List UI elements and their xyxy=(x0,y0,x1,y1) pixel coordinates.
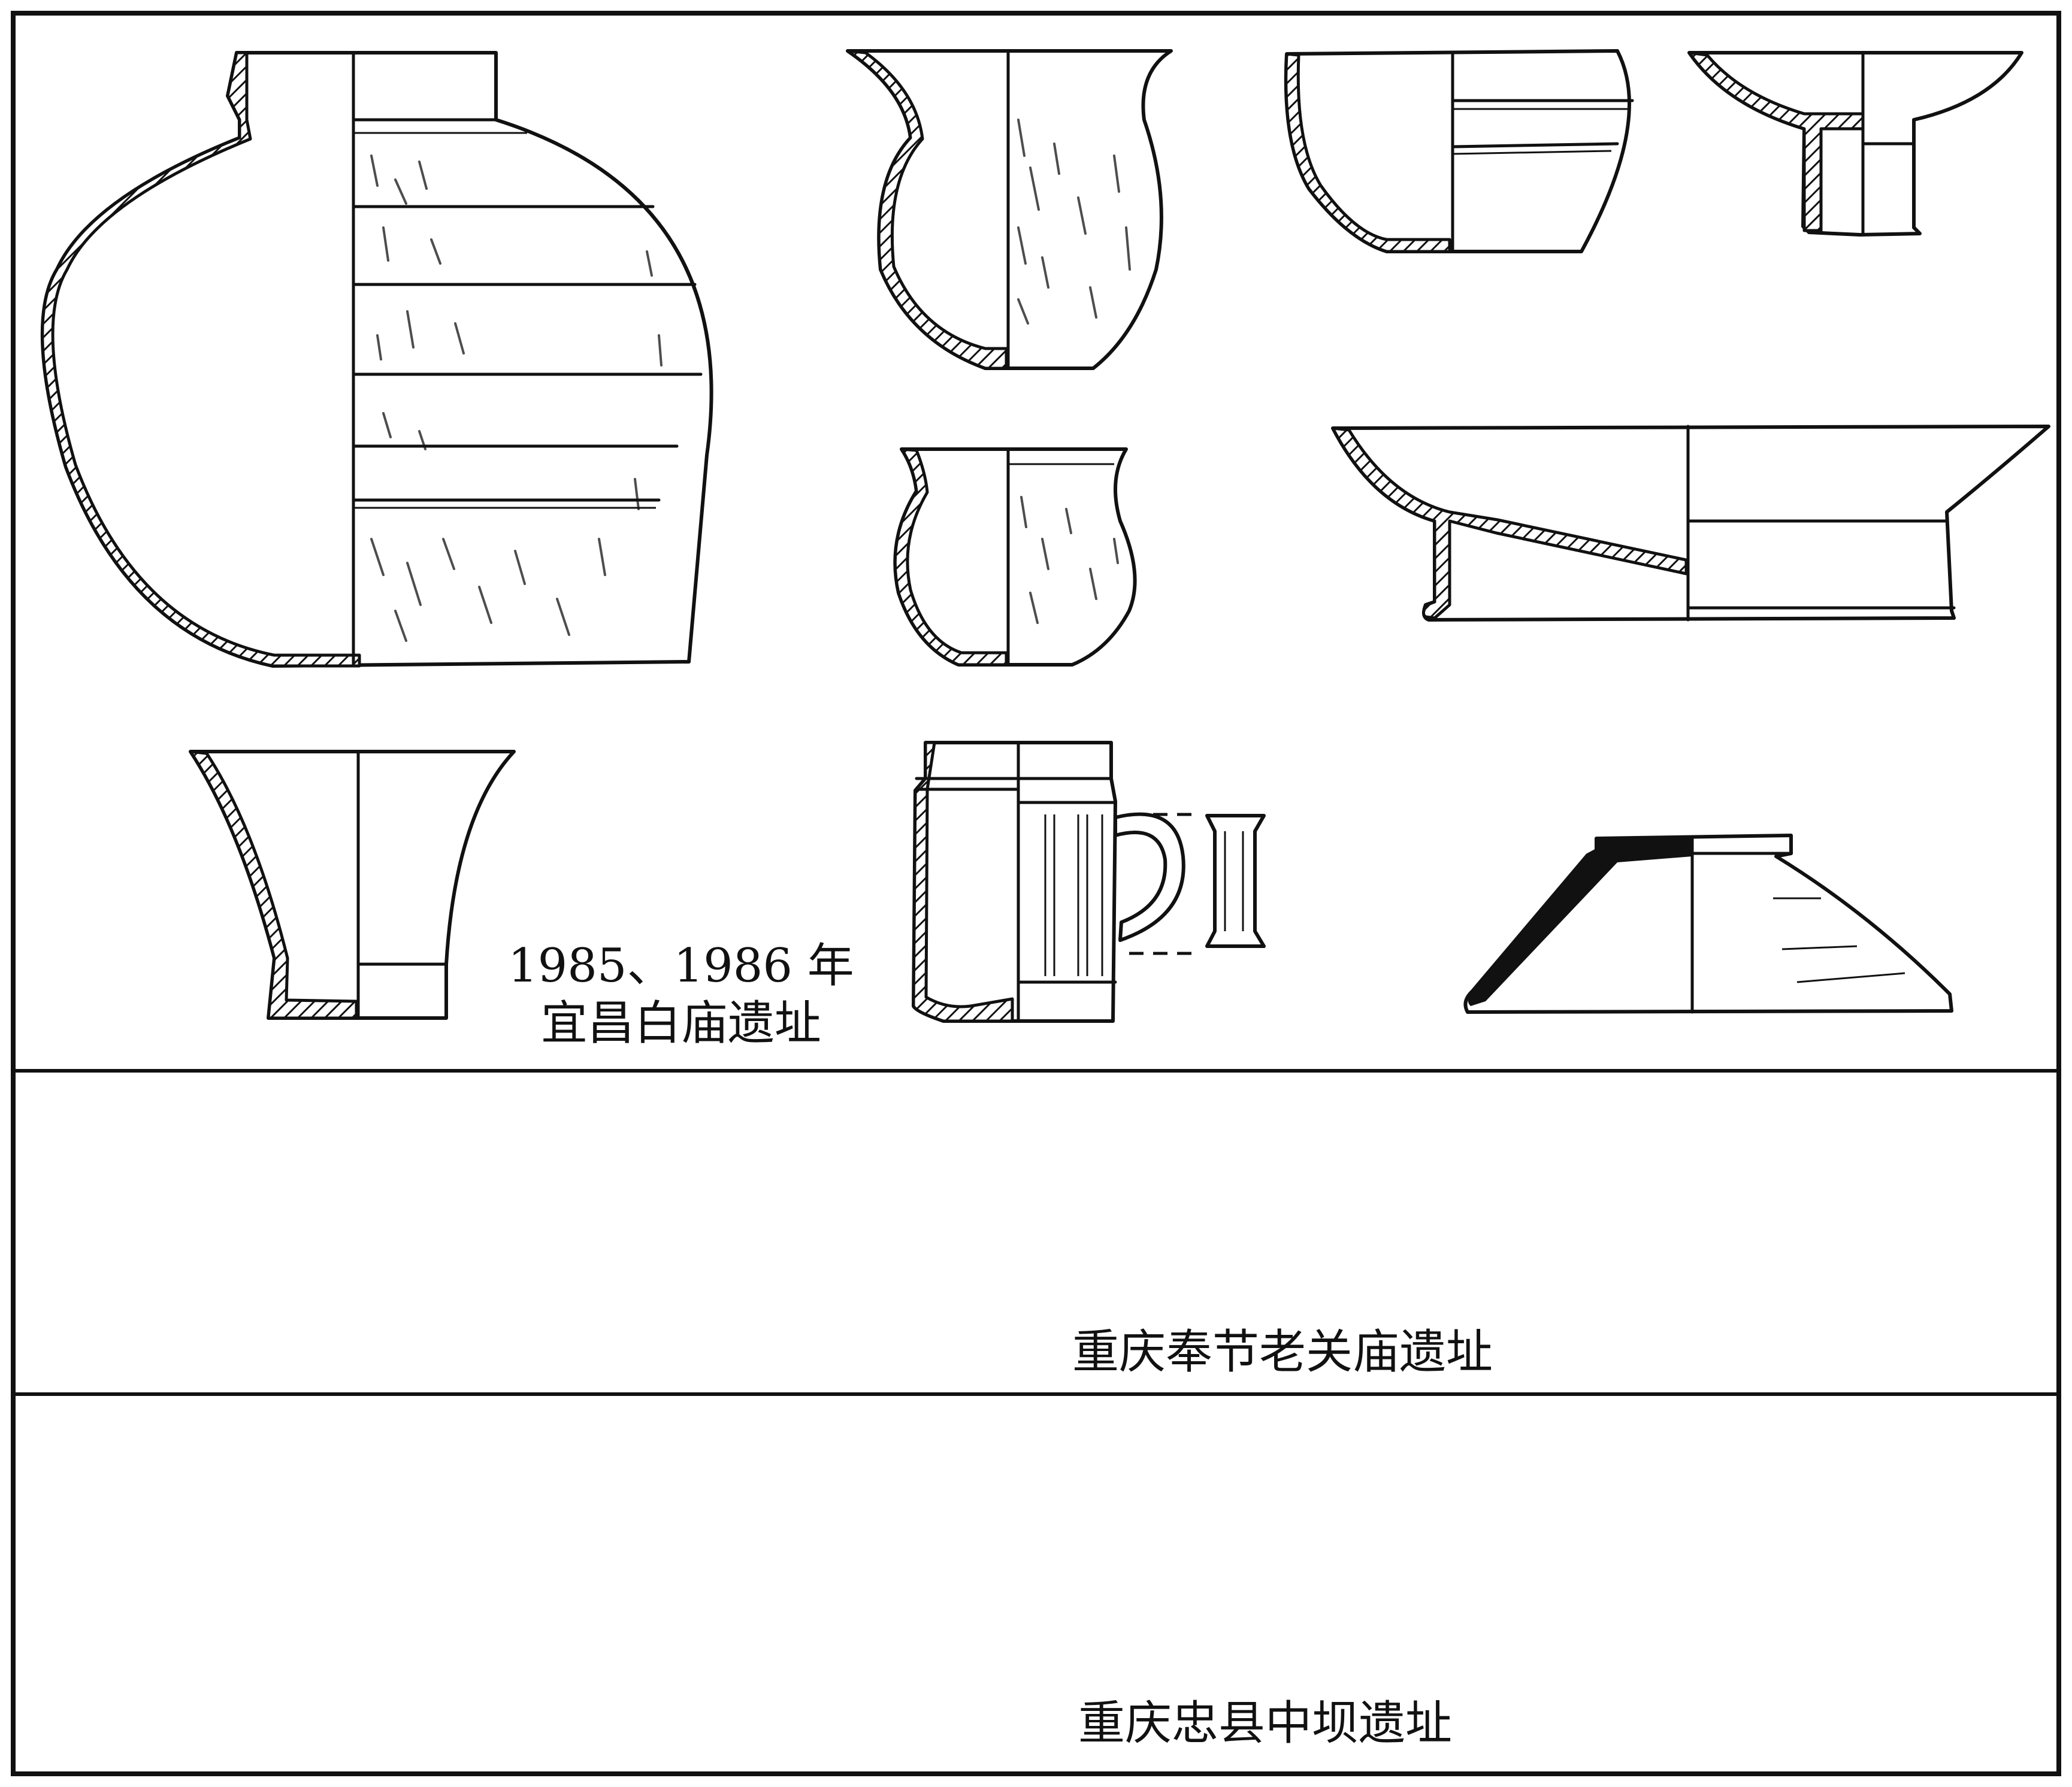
caption-chongqing-fengjie-laoguanmiao-site: 重庆奉节老关庙遗址 xyxy=(1072,1323,1493,1381)
plate-frame xyxy=(11,11,2061,1776)
pottery-handled-mug xyxy=(912,741,1266,1023)
pottery-conical-lid xyxy=(1463,834,1953,1014)
caption-chongqing-zhongxian-zhongba-site: 重庆忠县中坝遗址 xyxy=(1078,1695,1452,1752)
caption-line-site: 重庆奉节老关庙遗址 xyxy=(1072,1325,1493,1379)
caption-line-site: 重庆忠县中坝遗址 xyxy=(1078,1697,1453,1750)
pottery-tall-cup xyxy=(846,49,1173,370)
pottery-stemmed-dish xyxy=(1687,51,2023,237)
pottery-footed-plate xyxy=(1331,425,2050,622)
pottery-globular-jar xyxy=(40,51,713,668)
caption-line-years: 1985、1986 年 xyxy=(508,939,854,993)
pottery-deep-bowl xyxy=(1284,49,1634,253)
pottery-small-cup xyxy=(893,447,1137,667)
caption-line-site: 宜昌白庙遗址 xyxy=(540,997,821,1050)
pottery-flared-cup xyxy=(189,750,516,1020)
caption-yichang-baimiao-site: 1985、1986 年 宜昌白庙遗址 xyxy=(508,937,854,1052)
